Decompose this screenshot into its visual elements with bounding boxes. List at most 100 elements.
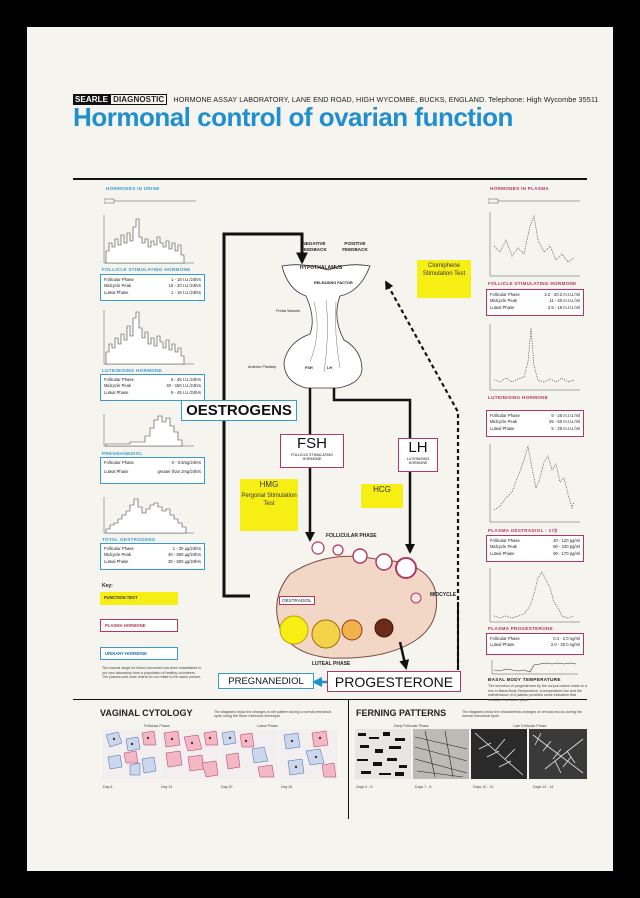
page-title: Hormonal control of ovarian function bbox=[73, 102, 513, 132]
bbt-title: BASAL BODY TEMPERATURE bbox=[488, 677, 561, 682]
plasma-section-title: HORMONES IN PLASMA bbox=[490, 186, 549, 191]
ferning-day-3: Days 12 - 13 bbox=[473, 785, 494, 789]
hmg-sub: Pergonal Stimulation Test bbox=[241, 493, 297, 507]
vaginal-follicular-label: Follicular Phase bbox=[144, 724, 170, 728]
positive-feedback-label: POSITIVE FEEDBACK bbox=[342, 241, 368, 252]
fsh-box: FSH FOLLICLE STIMULATING HORMONE bbox=[280, 434, 344, 468]
vaginal-cytology-note: The diagrams show the changes in cell pa… bbox=[214, 710, 332, 718]
urine-lh-title: LUTEINISING HORMONE bbox=[102, 368, 163, 373]
bottom-divider bbox=[348, 699, 349, 819]
bbt-chart bbox=[486, 658, 584, 676]
ferning-day-1: Days 4 - 5 bbox=[356, 785, 373, 789]
hmg-test-box: HMG Pergonal Stimulation Test bbox=[240, 479, 298, 531]
hcg-test-box: HCG bbox=[361, 484, 403, 508]
hormone-diagram bbox=[210, 222, 480, 692]
releasing-factor-label: RELEASING FACTOR bbox=[314, 281, 353, 285]
ferning-early-label: Early Follicular Phase bbox=[394, 724, 429, 728]
portal-vessels-label: Portal Vessels bbox=[276, 309, 301, 313]
midcycle-label: MIDCYCLE bbox=[430, 592, 457, 598]
hypothalamus-label: HYPOTHALAMUS bbox=[300, 265, 343, 271]
urine-fsh-title: FOLLICLE STIMULATING HORMONE bbox=[102, 267, 191, 272]
cytology-cells bbox=[102, 729, 338, 779]
urine-pregnanediol-chart bbox=[100, 412, 195, 448]
plasma-day-scale bbox=[487, 194, 580, 204]
vaginal-day-4: Day 26 bbox=[281, 785, 293, 789]
pregnanediol-box: PREGNANEDIOL bbox=[218, 673, 314, 689]
key-plasma-hormone: PLASMA HORMONE bbox=[100, 619, 178, 632]
plasma-fsh-title: FOLLICLE STIMULATING HORMONE bbox=[488, 281, 577, 286]
plasma-lh-line bbox=[489, 324, 580, 391]
vaginal-cytology-images bbox=[102, 729, 338, 779]
plasma-prog-title: PLASMA PROGESTERONE bbox=[488, 626, 553, 631]
fsh-small-label: FSH bbox=[305, 366, 313, 370]
lh-box: LH LUTEINISING HORMONE bbox=[398, 438, 438, 472]
top-rule bbox=[73, 178, 587, 180]
fsh-big-label: FSH bbox=[297, 435, 327, 452]
plasma-oestradiol-chart bbox=[486, 442, 581, 524]
clomiphene-test-box: Clomiphene Stimulation Test bbox=[417, 260, 471, 298]
vaginal-day-3: Day 20 bbox=[221, 785, 233, 789]
lh-big-label: LH bbox=[408, 439, 428, 456]
ferning-images bbox=[355, 729, 587, 779]
plasma-lh-title: LUTEINISING HORMONE bbox=[488, 395, 549, 400]
ferning-late-label: Late Follicular Phase bbox=[513, 724, 547, 728]
ferning-day-4: Days 13 - 14 bbox=[533, 785, 554, 789]
lh-sub-label: LUTEINISING HORMONE bbox=[406, 457, 430, 466]
brand-diagnostic: DIAGNOSTIC bbox=[110, 94, 168, 105]
anterior-pituitary-label: Anterior Pituitary bbox=[248, 365, 277, 369]
bbt-line bbox=[491, 660, 578, 675]
vaginal-day-1: Day 6 bbox=[103, 785, 113, 789]
luteal-phase-label: LUTEAL PHASE bbox=[312, 661, 351, 667]
vaginal-luteal-label: Luteal Phase bbox=[257, 724, 278, 728]
urine-fsh-histogram bbox=[103, 215, 194, 264]
ferning-note: The diagrams show the characteristic cha… bbox=[462, 710, 582, 718]
fsh-sub-label: FOLLICLE STIMULATING HORMONE bbox=[291, 453, 333, 462]
plasma-progesterone-line bbox=[489, 568, 580, 623]
plasma-progesterone-chart bbox=[486, 566, 581, 624]
key-urinary-hormone: URINARY HORMONE bbox=[100, 647, 178, 660]
urine-section-title: HORMONES IN URINE bbox=[106, 186, 160, 191]
urine-oestrogens-chart bbox=[100, 495, 195, 535]
normal-range-note: The normal range for these hormones has … bbox=[102, 666, 202, 680]
urine-pregnanediol-histogram bbox=[103, 414, 194, 447]
vaginal-cytology-title: VAGINAL CYTOLOGY bbox=[100, 708, 193, 718]
bottom-rule bbox=[73, 699, 587, 701]
urine-lh-chart bbox=[100, 308, 195, 366]
plasma-fsh-line bbox=[489, 212, 580, 277]
hmg-title: HMG bbox=[259, 480, 279, 489]
progesterone-box: PROGESTERONE bbox=[327, 671, 461, 692]
lh-small-label: LH bbox=[327, 366, 333, 370]
feedback-arrows bbox=[222, 232, 460, 687]
negative-feedback-label: NEGATIVE FEEDBACK bbox=[301, 241, 327, 252]
plasma-oestradiol-line bbox=[489, 444, 580, 523]
vaginal-day-2: Day 14 bbox=[161, 785, 173, 789]
key-function-test: FUNCTION TEST bbox=[100, 592, 178, 605]
oestradiol-label: OESTRADIOL bbox=[279, 596, 315, 605]
plasma-lh-chart bbox=[486, 322, 581, 392]
ferning-day-2: Days 7 - 8 bbox=[415, 785, 432, 789]
bbt-note: The secretion of progesterone by the cor… bbox=[488, 684, 587, 702]
urine-oestrogens-histogram bbox=[103, 497, 194, 534]
urine-day-scale bbox=[103, 194, 196, 204]
urine-oest-title: TOTAL OESTROGENS bbox=[102, 537, 156, 542]
plasma-oest-title: PLASMA OESTRADIOL - 17β bbox=[488, 528, 558, 533]
brand-searle: SEARLE bbox=[73, 94, 111, 105]
plasma-fsh-chart bbox=[486, 210, 581, 278]
urine-fsh-chart bbox=[100, 213, 195, 265]
urine-lh-histogram bbox=[103, 310, 194, 365]
key-title: Key: bbox=[102, 583, 113, 589]
ferning-patterns bbox=[355, 729, 587, 779]
ferning-patterns-title: FERNING PATTERNS bbox=[356, 708, 447, 718]
urine-preg-title: PREGNANEDIOL bbox=[102, 451, 143, 456]
follicular-phase-label: FOLLICULAR PHASE bbox=[326, 533, 377, 539]
oestrogens-box: OESTROGENS bbox=[181, 400, 297, 421]
